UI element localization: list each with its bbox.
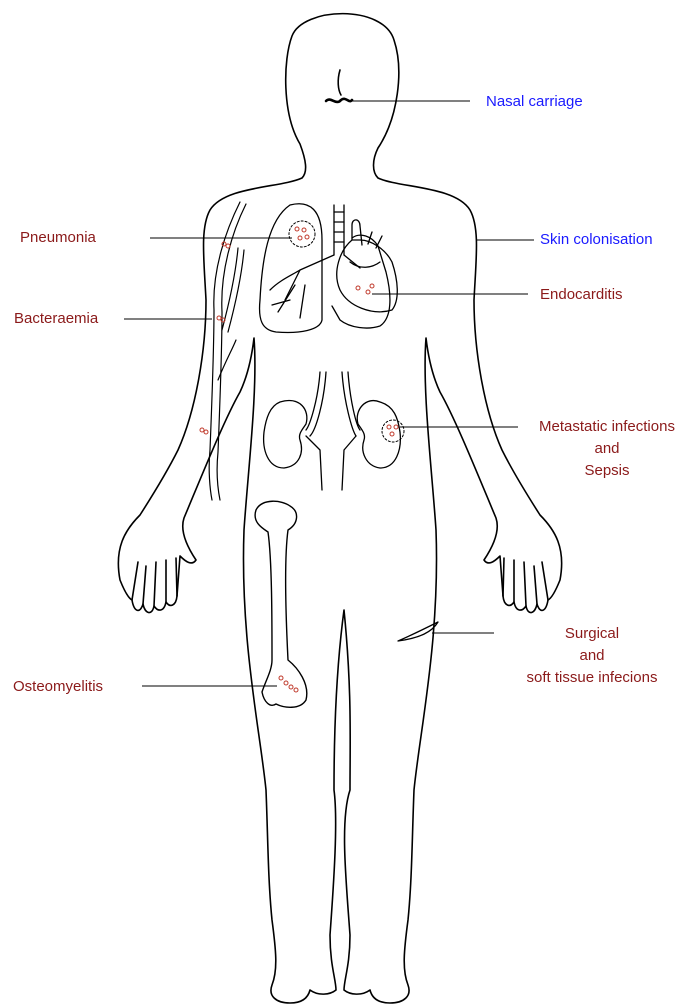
pneumonia-focus <box>289 221 315 247</box>
body-outline <box>118 14 561 1003</box>
heart <box>337 220 397 312</box>
left-hand-fingers <box>132 558 177 606</box>
surgical-line3: soft tissue infecions <box>502 668 682 687</box>
label-nasal-carriage: Nasal carriage <box>486 92 583 111</box>
metastatic-line3: Sepsis <box>520 461 694 480</box>
label-surgical-infections: Surgical and soft tissue infecions <box>502 624 682 687</box>
label-endocarditis: Endocarditis <box>540 285 623 304</box>
metastatic-line1: Metastatic infections <box>520 417 694 436</box>
right-hand-fingers <box>503 558 548 606</box>
label-pneumonia: Pneumonia <box>20 228 96 247</box>
kidney-abscess <box>382 420 404 442</box>
surgical-line1: Surgical <box>502 624 682 643</box>
arm-blood-vessel <box>209 202 246 500</box>
nose-line <box>338 70 341 95</box>
mouth-nostril <box>326 99 352 102</box>
label-metastatic-infections: Metastatic infections and Sepsis <box>520 417 694 480</box>
label-skin-colonisation: Skin colonisation <box>540 230 653 249</box>
metastatic-line2: and <box>520 439 694 458</box>
label-osteomyelitis: Osteomyelitis <box>13 677 103 696</box>
lungs <box>260 204 390 333</box>
surgical-wound <box>398 622 438 641</box>
leader-lines <box>124 101 534 686</box>
label-bacteraemia: Bacteraemia <box>14 309 98 328</box>
surgical-line2: and <box>502 646 682 665</box>
kidneys <box>264 372 401 490</box>
